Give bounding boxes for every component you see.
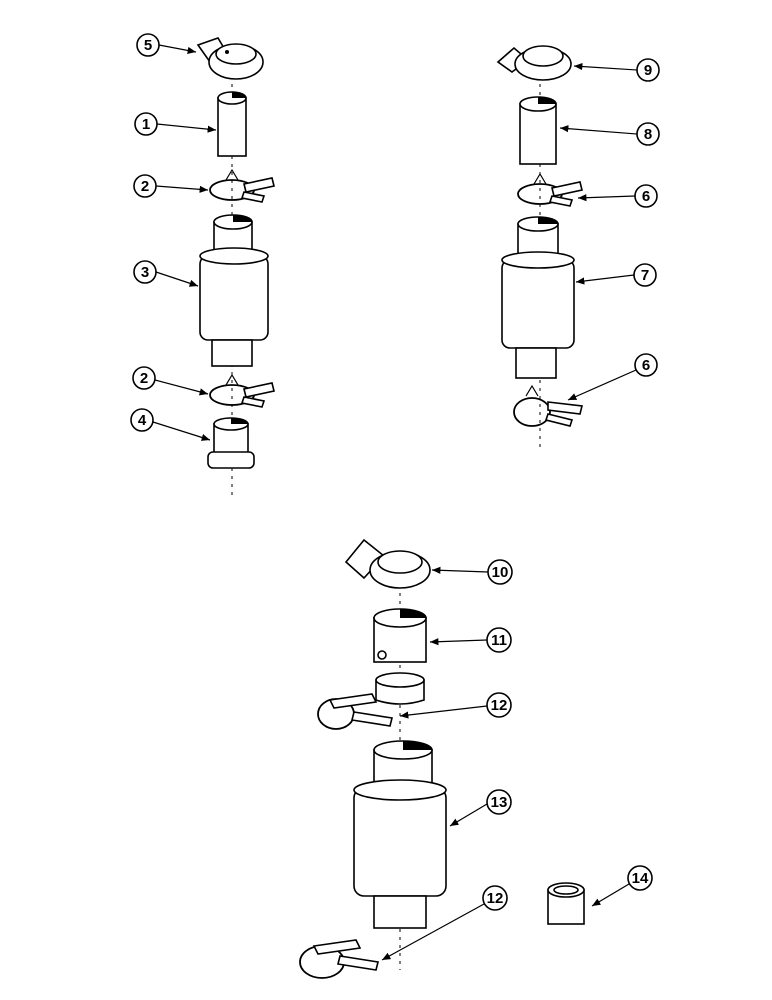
left-assembly: 5 1 2 3 2 4 bbox=[130, 33, 275, 500]
muffler-bottom bbox=[353, 740, 447, 929]
callout-4: 4 bbox=[130, 408, 211, 441]
svg-text:6: 6 bbox=[642, 188, 650, 205]
rain-cap-bottom bbox=[344, 538, 431, 589]
callout-12-upper: 12 bbox=[399, 692, 512, 719]
pipe-left bbox=[217, 91, 247, 157]
callout-7: 7 bbox=[575, 263, 657, 287]
rain-cap-right bbox=[496, 45, 572, 81]
clamp-right-lower bbox=[513, 384, 583, 427]
svg-text:13: 13 bbox=[491, 794, 508, 811]
callout-6-upper: 6 bbox=[577, 184, 658, 208]
rain-cap-left bbox=[196, 37, 264, 80]
coupling-bottom bbox=[373, 608, 427, 705]
callout-10: 10 bbox=[431, 559, 513, 585]
svg-text:2: 2 bbox=[141, 178, 149, 195]
svg-text:12: 12 bbox=[491, 697, 508, 714]
clamp-left-lower bbox=[209, 373, 275, 408]
callout-14: 14 bbox=[591, 865, 653, 907]
svg-text:7: 7 bbox=[641, 267, 649, 284]
callout-11: 11 bbox=[429, 627, 512, 653]
callout-6-lower: 6 bbox=[567, 353, 658, 401]
callout-12-lower: 12 bbox=[381, 885, 508, 961]
svg-text:6: 6 bbox=[642, 357, 650, 374]
svg-text:14: 14 bbox=[632, 870, 649, 887]
callout-5: 5 bbox=[136, 33, 197, 57]
svg-text:12: 12 bbox=[487, 890, 504, 907]
svg-text:10: 10 bbox=[492, 564, 509, 581]
bushing-14 bbox=[547, 882, 585, 925]
svg-text:1: 1 bbox=[142, 116, 150, 133]
bottom-assembly: 10 11 12 13 12 14 bbox=[299, 538, 653, 979]
svg-text:11: 11 bbox=[491, 632, 507, 649]
svg-text:9: 9 bbox=[644, 62, 652, 79]
callout-1: 1 bbox=[134, 112, 217, 136]
muffler-right bbox=[501, 216, 575, 379]
callout-9: 9 bbox=[573, 58, 660, 82]
svg-text:3: 3 bbox=[141, 264, 149, 281]
callout-2-upper: 2 bbox=[133, 174, 209, 198]
svg-text:2: 2 bbox=[140, 370, 148, 387]
clamp-bottom-lower bbox=[299, 939, 379, 979]
callout-8: 8 bbox=[559, 122, 660, 146]
clamp-bottom-upper bbox=[317, 693, 393, 730]
callout-2-lower: 2 bbox=[132, 366, 209, 396]
adapter-left bbox=[207, 417, 255, 469]
right-assembly: 9 8 6 7 6 bbox=[496, 45, 660, 452]
muffler-left bbox=[199, 214, 269, 367]
callout-13: 13 bbox=[449, 789, 512, 827]
clamp-right-upper bbox=[517, 172, 583, 207]
svg-text:4: 4 bbox=[138, 412, 147, 429]
svg-text:8: 8 bbox=[644, 126, 652, 143]
svg-text:5: 5 bbox=[144, 37, 152, 54]
clamp-left-upper bbox=[209, 168, 275, 203]
pipe-right bbox=[519, 96, 557, 165]
callout-3: 3 bbox=[133, 260, 199, 287]
